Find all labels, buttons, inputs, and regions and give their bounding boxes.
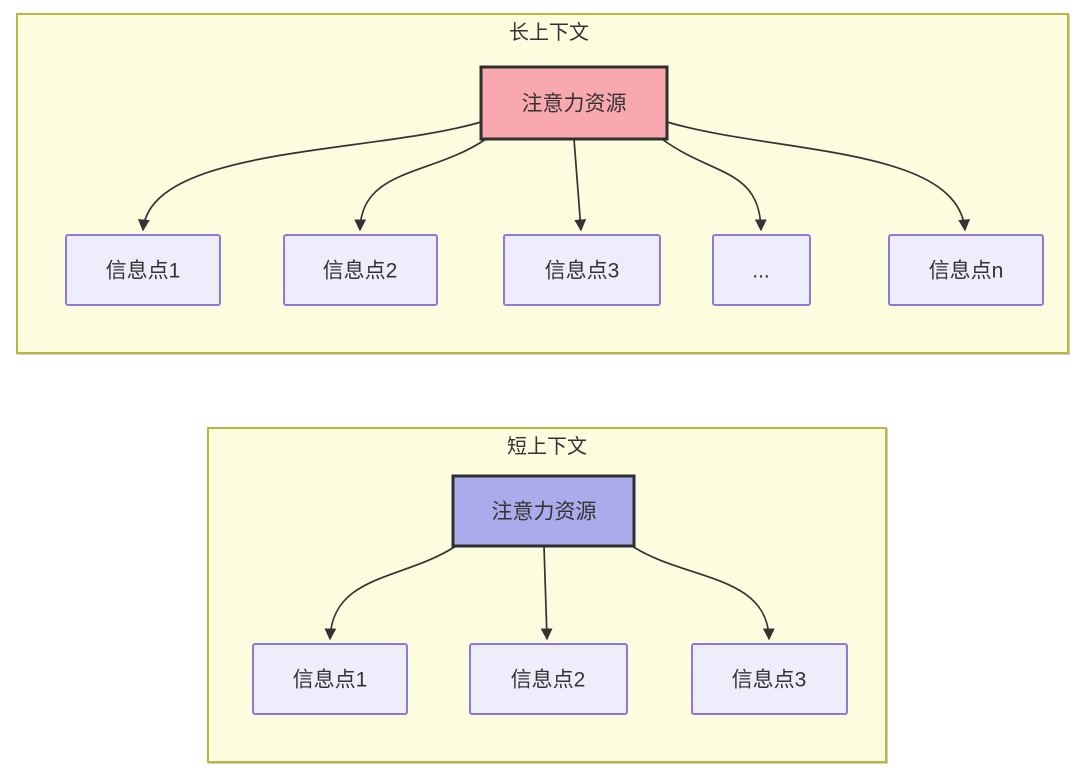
- long-edge-to-info-1: [137, 121, 482, 232]
- short-attention-node: [451, 474, 636, 548]
- long-attention-node: [479, 65, 669, 141]
- long-info-node-dots-label: ...: [752, 260, 770, 283]
- long-info-node-3-label: 信息点3: [545, 260, 620, 283]
- long-context-group: 长上下文 注意力资源 信息点1 信息点2 信息点3 ... 信息点n: [16, 13, 1069, 354]
- long-info-node-1-label: 信息点1: [106, 260, 181, 283]
- short-info-node-2-label: 信息点2: [511, 669, 586, 692]
- short-info-node-3: [691, 643, 848, 715]
- long-info-node-2-label: 信息点2: [323, 260, 398, 283]
- short-info-node-1-label: 信息点1: [293, 669, 368, 692]
- long-context-title: 长上下文: [509, 21, 589, 44]
- short-info-node-1: [252, 643, 408, 715]
- long-info-node-n-label: 信息点n: [929, 260, 1004, 283]
- long-edge-to-info-3: [573, 138, 587, 232]
- short-edge-to-info-1: [324, 545, 457, 641]
- short-edge-to-info-3: [631, 545, 775, 641]
- short-info-node-2: [469, 643, 628, 715]
- long-info-node-1: [65, 234, 221, 306]
- short-edge-to-info-2: [540, 545, 553, 641]
- short-attention-node-label: 注意力资源: [492, 501, 597, 524]
- long-info-node-3: [503, 234, 661, 306]
- long-info-node-dots: [712, 234, 811, 306]
- short-info-node-3-label: 信息点3: [732, 669, 807, 692]
- short-context-title: 短上下文: [507, 435, 587, 458]
- long-info-node-2: [283, 234, 438, 306]
- long-edge-to-info-n: [666, 121, 971, 232]
- long-info-node-n: [888, 234, 1044, 306]
- long-edge-to-info-dots: [661, 138, 767, 232]
- long-attention-node-label: 注意力资源: [522, 93, 627, 116]
- long-edge-to-info-2: [354, 138, 487, 232]
- short-context-group: 短上下文 注意力资源 信息点1 信息点2 信息点3: [207, 427, 887, 763]
